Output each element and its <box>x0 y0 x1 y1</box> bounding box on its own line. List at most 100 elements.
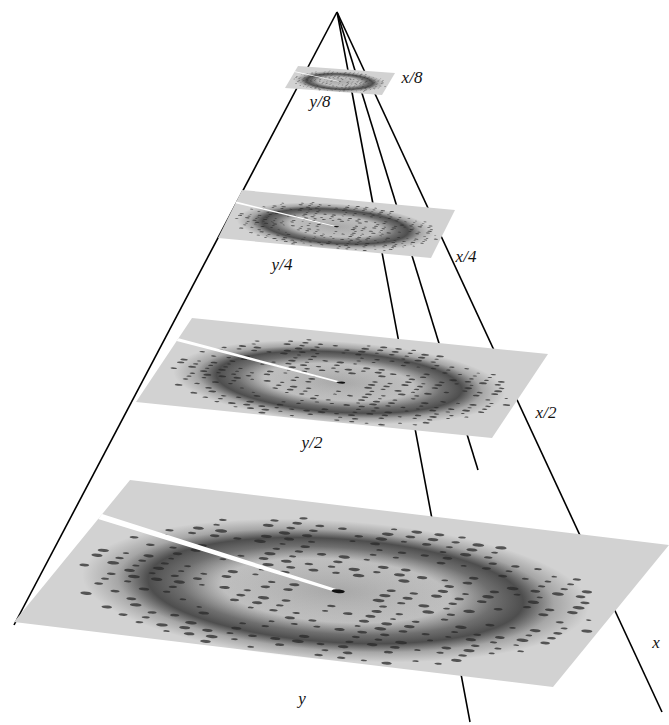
diffraction-spot <box>402 241 406 242</box>
diffraction-spot <box>183 565 191 568</box>
diffraction-spot <box>309 203 313 204</box>
diffraction-spot <box>314 653 324 656</box>
diffraction-spot <box>333 77 335 78</box>
diffraction-spot <box>238 345 246 347</box>
diffraction-spot <box>196 606 203 608</box>
diffraction-spot <box>397 237 401 238</box>
diffraction-spot <box>529 589 541 593</box>
diffraction-spot <box>318 89 320 91</box>
diffraction-spot <box>509 627 517 629</box>
diffraction-spot <box>179 598 187 600</box>
diffraction-spot <box>355 409 361 411</box>
diffraction-spot <box>346 82 348 84</box>
diffraction-spot <box>304 231 307 233</box>
diffraction-spot <box>422 241 426 242</box>
diffraction-spot <box>490 374 496 376</box>
diffraction-spot <box>280 559 293 563</box>
diffraction-spot <box>525 634 533 636</box>
diffraction-spot <box>517 650 525 652</box>
diffraction-spot <box>364 74 365 75</box>
diffraction-spot <box>333 86 334 87</box>
diffraction-spot <box>255 218 258 220</box>
diffraction-spot <box>409 229 414 230</box>
diffraction-spot <box>383 385 391 387</box>
diffraction-spot <box>135 621 144 624</box>
diffraction-spot <box>310 81 312 82</box>
diffraction-spot <box>327 74 328 75</box>
diffraction-spot <box>302 80 304 82</box>
diffraction-spot <box>355 206 360 207</box>
diffraction-spot <box>316 553 327 556</box>
diffraction-spot <box>465 548 478 552</box>
diffraction-spot <box>389 216 393 217</box>
diffraction-spot <box>440 618 449 621</box>
diffraction-spot <box>280 204 283 206</box>
diffraction-spot <box>381 234 385 235</box>
diffraction-spot <box>346 85 348 87</box>
diffraction-spot <box>505 570 513 573</box>
diffraction-spot <box>317 242 321 243</box>
diffraction-spot <box>205 387 212 389</box>
diffraction-spot <box>360 82 362 83</box>
diffraction-spot <box>348 75 350 76</box>
diffraction-spot <box>283 224 286 226</box>
diffraction-spot <box>351 418 358 420</box>
diffraction-spot <box>267 234 271 235</box>
diffraction-spot <box>123 580 132 583</box>
diffraction-spot <box>369 391 375 393</box>
diffraction-spot <box>235 218 239 219</box>
diffraction-spot <box>326 82 328 84</box>
diffraction-spot <box>287 340 293 342</box>
diffraction-spot <box>282 220 285 222</box>
diffraction-spot <box>229 598 240 601</box>
diffraction-spot <box>276 235 280 236</box>
solvent-ring <box>226 195 444 258</box>
diffraction-spot <box>346 243 349 245</box>
diffraction-spot <box>413 389 419 391</box>
diffraction-spot <box>230 638 238 641</box>
diffraction-spot <box>395 220 399 221</box>
diffraction-spot <box>442 372 449 374</box>
diffraction-spot <box>223 366 229 368</box>
diffraction-spot <box>333 393 338 394</box>
diffraction-spot <box>307 358 313 360</box>
diffraction-spot <box>321 408 329 410</box>
dimension-label: y/4 <box>272 256 293 273</box>
diffraction-spot <box>233 537 243 540</box>
diffraction-spot <box>281 599 292 602</box>
diffraction-spot <box>359 83 360 84</box>
diffraction-spot <box>331 80 333 82</box>
diffraction-spot <box>376 549 383 551</box>
diffraction-spot <box>254 222 259 223</box>
diffraction-spot <box>349 78 351 80</box>
diffraction-spot <box>344 86 345 87</box>
diffraction-spot <box>291 639 305 643</box>
diffraction-spot <box>392 245 397 246</box>
diffraction-spot <box>236 348 242 350</box>
diffraction-spot <box>358 88 359 89</box>
diffraction-spot <box>362 246 366 247</box>
diffraction-spot <box>214 401 220 403</box>
diffraction-spot <box>202 396 209 398</box>
diffraction-spot <box>300 82 302 83</box>
diffraction-spot <box>332 85 334 87</box>
diffraction-spot <box>462 581 473 585</box>
diffraction-spot <box>462 593 470 596</box>
diffraction-spot <box>272 387 279 389</box>
diffraction-spot <box>290 379 297 381</box>
diffraction-spot <box>489 403 494 404</box>
diffraction-spot <box>379 235 382 237</box>
diffraction-spot <box>334 231 338 232</box>
diffraction-spot <box>317 206 321 207</box>
diffraction-spot <box>433 407 439 409</box>
diffraction-spot <box>449 379 458 382</box>
diffraction-spot <box>286 388 294 390</box>
diffraction-spot <box>347 414 355 416</box>
diffraction-spot <box>353 363 358 364</box>
diffraction-spot <box>434 662 443 665</box>
diffraction-spot <box>373 80 375 82</box>
diffraction-spot <box>373 245 376 247</box>
diffraction-spot <box>321 610 328 612</box>
diffraction-spot <box>361 81 362 82</box>
diffraction-spot <box>350 229 355 230</box>
